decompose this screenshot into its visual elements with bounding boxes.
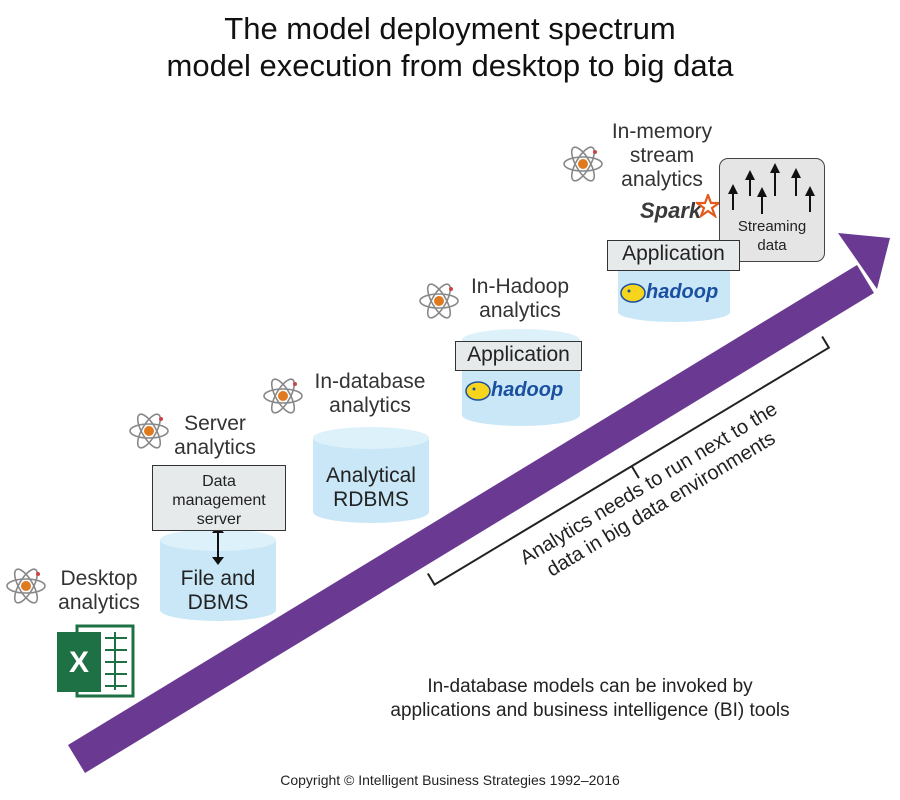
title-line-1: The model deployment spectrum [224, 11, 676, 46]
atom-icon [129, 413, 169, 449]
hadoop-logo: hadoop [465, 378, 577, 404]
atom-icon [263, 378, 303, 414]
data-management-server-box: Data management server [152, 465, 286, 531]
spark-star-icon [696, 194, 720, 218]
inmemory-application-box: Application [607, 240, 740, 271]
spark-logo-text: Spark [640, 198, 702, 223]
bottom-note: In-database models can be invoked by app… [390, 676, 790, 721]
indatabase-analytics-label: In-database analytics [314, 370, 426, 417]
atom-icon [6, 568, 46, 604]
excel-icon: X [57, 624, 135, 698]
spark-logo: Spark [640, 194, 722, 228]
desktop-analytics-label: Desktop analytics [58, 567, 140, 614]
streaming-data-label: Streaming data [737, 218, 807, 254]
analytical-rdbms-cylinder [313, 427, 429, 523]
inmemory-analytics-label: In-memory stream analytics [611, 120, 713, 191]
atom-icon [419, 283, 459, 319]
file-dbms-label: File and DBMS [180, 567, 256, 614]
hadoop-logo: hadoop [620, 280, 732, 306]
copyright: Copyright © Intelligent Business Strateg… [280, 772, 620, 788]
hadoop-elephant-icon [465, 381, 491, 401]
inhadoop-analytics-label: In-Hadoop analytics [470, 275, 570, 322]
title-line-2: model execution from desktop to big data [166, 48, 734, 83]
hadoop-elephant-icon [620, 283, 646, 303]
atom-icon [563, 146, 603, 182]
server-analytics-label: Server analytics [174, 412, 256, 459]
inhadoop-application-box: Application [455, 341, 582, 371]
svg-text:X: X [69, 646, 89, 679]
analytical-rdbms-label: Analytical RDBMS [326, 464, 416, 511]
growth-arrow [68, 233, 890, 773]
hadoop-logo-text: hadoop [491, 379, 564, 401]
bracket [426, 336, 831, 586]
hadoop-logo-text: hadoop [646, 281, 719, 303]
file-dbms-cylinder [160, 529, 276, 621]
